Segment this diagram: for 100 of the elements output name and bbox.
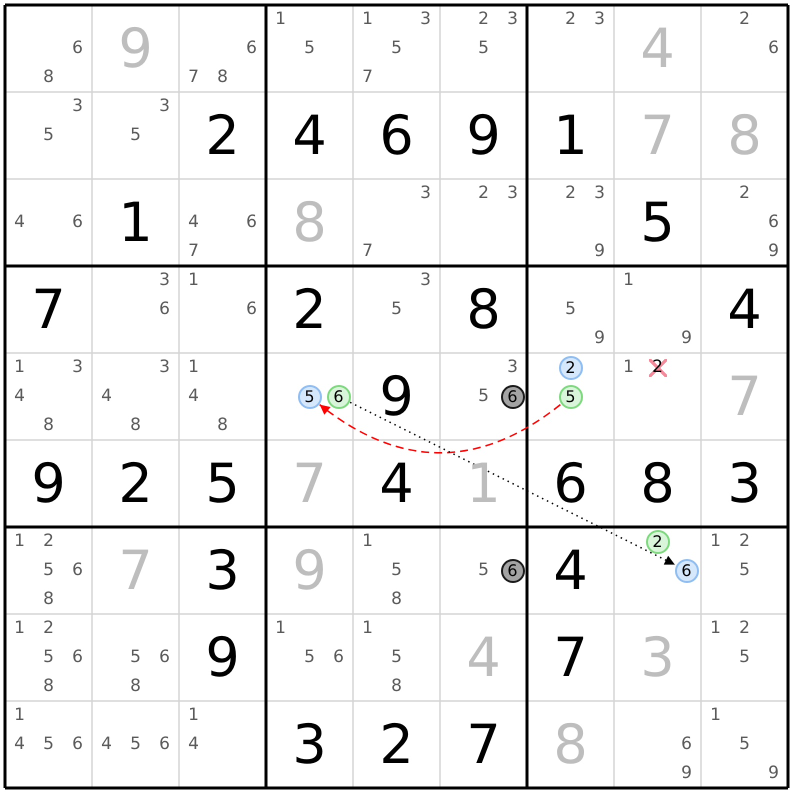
large-digit: 5: [204, 451, 241, 517]
candidate-digit: 3: [506, 8, 519, 31]
circled-candidate: 6: [674, 558, 698, 582]
candidate-digit: 6: [158, 733, 171, 756]
candidate-digit: 3: [419, 182, 432, 205]
candidate-digit: 5: [390, 37, 403, 60]
candidate-digit: 3: [506, 356, 519, 379]
candidate-digit: 4: [187, 211, 200, 234]
candidate-digit: 5: [477, 37, 490, 60]
circled-candidate: 6: [500, 384, 524, 408]
large-digit: 9: [291, 538, 328, 604]
candidate-digit: 7: [187, 240, 200, 263]
candidate-digit: 1: [709, 704, 722, 727]
circled-candidate: 5: [558, 384, 582, 408]
candidate-digit: 9: [593, 240, 606, 263]
candidate-digit: 3: [593, 182, 606, 205]
large-digit: 1: [552, 103, 589, 169]
candidate-digit: 1: [13, 530, 26, 553]
candidate-digit: 7: [361, 66, 374, 89]
large-digit: 4: [378, 451, 415, 517]
large-digit: 9: [30, 451, 67, 517]
large-digit: 8: [639, 451, 676, 517]
large-digit: 3: [639, 625, 676, 691]
candidate-digit: 5: [477, 385, 490, 408]
candidate-digit: 1: [13, 704, 26, 727]
candidate-digit: 6: [245, 298, 258, 321]
candidate-digit: 5: [564, 298, 577, 321]
candidate-digit: 6: [767, 37, 780, 60]
candidate-digit: 1: [187, 356, 200, 379]
large-digit: 6: [552, 451, 589, 517]
candidate-digit: 3: [71, 95, 84, 118]
large-digit: 7: [552, 625, 589, 691]
candidate-digit: 8: [129, 675, 142, 698]
candidate-digit: 3: [419, 269, 432, 292]
candidate-digit: 5: [477, 559, 490, 582]
large-digit: 2: [204, 103, 241, 169]
candidate-digit: 5: [390, 559, 403, 582]
candidate-digit: 2: [477, 182, 490, 205]
candidate-digit: 2: [42, 530, 55, 553]
large-digit: 8: [465, 277, 502, 343]
candidate-digit: 3: [593, 8, 606, 31]
arrow: [319, 404, 561, 454]
candidate-digit: 5: [390, 298, 403, 321]
large-digit: 7: [291, 451, 328, 517]
circled-candidate: 6: [326, 384, 350, 408]
large-digit: 2: [291, 277, 328, 343]
candidate-digit: 8: [216, 414, 229, 437]
candidate-digit: 1: [361, 8, 374, 31]
circled-candidate: 2: [646, 530, 670, 554]
candidate-digit: 5: [738, 559, 751, 582]
candidate-digit: 3: [71, 356, 84, 379]
large-digit: 9: [204, 625, 241, 691]
candidate-digit: 4: [187, 385, 200, 408]
large-digit: 4: [639, 16, 676, 82]
large-digit: 4: [291, 103, 328, 169]
candidate-digit: 2: [42, 617, 55, 640]
candidate-digit: 5: [129, 646, 142, 669]
arrow: [350, 402, 676, 566]
candidate-digit: 8: [129, 414, 142, 437]
large-digit: 1: [117, 190, 154, 256]
candidate-digit: 1: [622, 356, 635, 379]
candidate-digit: 6: [332, 646, 345, 669]
candidate-digit: 4: [100, 385, 113, 408]
candidate-digit: 8: [42, 588, 55, 611]
candidate-digit: 6: [158, 298, 171, 321]
candidate-digit: 5: [42, 559, 55, 582]
candidate-digit: 5: [129, 124, 142, 147]
candidate-digit: 4: [13, 733, 26, 756]
circled-candidate: 6: [500, 558, 524, 582]
large-digit: 7: [639, 103, 676, 169]
candidate-digit: 1: [13, 617, 26, 640]
candidate-digit: 4: [13, 385, 26, 408]
large-digit: 8: [552, 712, 589, 778]
large-digit: 9: [378, 364, 415, 430]
candidate-digit: 5: [42, 124, 55, 147]
candidate-digit: 4: [100, 733, 113, 756]
candidate-digit: 6: [71, 733, 84, 756]
candidate-digit: 9: [680, 762, 693, 785]
candidate-digit: 5: [42, 733, 55, 756]
candidate-digit: 9: [680, 327, 693, 350]
large-digit: 1: [465, 451, 502, 517]
candidate-digit: 1: [13, 356, 26, 379]
candidate-digit: 2: [738, 182, 751, 205]
candidate-digit: 4: [187, 733, 200, 756]
large-digit: 4: [726, 277, 763, 343]
candidate-digit: 8: [390, 675, 403, 698]
large-digit: 7: [30, 277, 67, 343]
candidate-digit: 5: [129, 733, 142, 756]
candidate-digit: 8: [42, 66, 55, 89]
large-digit: 7: [726, 364, 763, 430]
candidate-digit: 2: [738, 617, 751, 640]
large-digit: 2: [117, 451, 154, 517]
large-digit: 7: [117, 538, 154, 604]
candidate-digit: 8: [42, 414, 55, 437]
candidate-digit: 3: [158, 269, 171, 292]
candidate-digit: 6: [245, 37, 258, 60]
large-digit: 8: [291, 190, 328, 256]
candidate-digit: 5: [738, 733, 751, 756]
large-digit: 9: [117, 16, 154, 82]
candidate-digit: 9: [767, 762, 780, 785]
